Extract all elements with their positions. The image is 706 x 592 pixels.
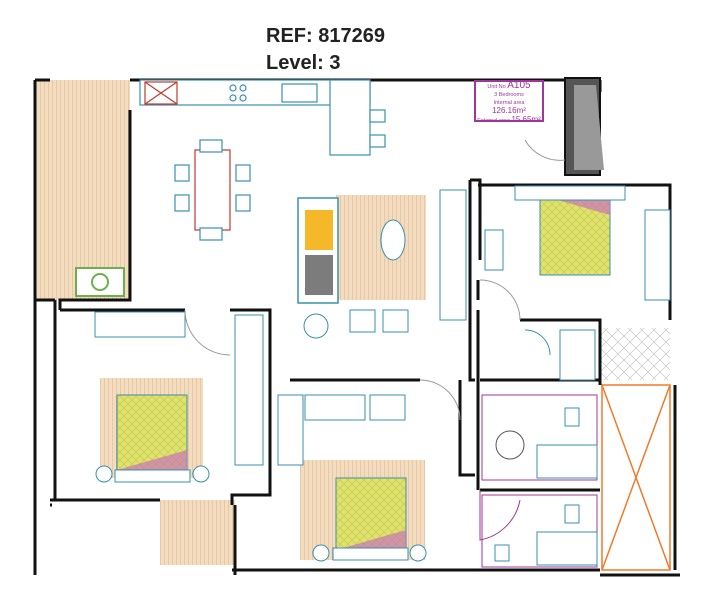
laundry-area [600,328,670,380]
balcony-left [35,80,130,300]
void-area [601,384,671,571]
ensuite [524,329,596,381]
dining-table [174,139,251,241]
unit-number: A105 [507,80,531,91]
reference-number: REF: 817269 [266,25,385,47]
bedroom-master [484,185,671,301]
level-label: Level: 3 [266,52,341,74]
internal-area-value: 126.16m² [492,106,526,115]
external-area-value: 15.65m² [511,115,541,124]
internal-area-label: Internal area [493,100,525,106]
bedroom-left [94,311,264,483]
bathroom-2 [481,494,598,568]
balcony-bottom [160,500,235,565]
bedrooms: 3 Bedrooms [494,92,524,98]
unit-label: Unit No [487,84,506,90]
unit-info-box: Unit No A105 3 Bedrooms Internal area 12… [474,80,544,124]
bedroom-bottom [277,394,427,562]
external-area-label: External area [477,118,510,124]
doors [184,139,566,541]
rug [336,195,426,300]
bathroom-1 [481,394,598,481]
sofa [297,189,467,339]
kitchen [139,79,386,156]
